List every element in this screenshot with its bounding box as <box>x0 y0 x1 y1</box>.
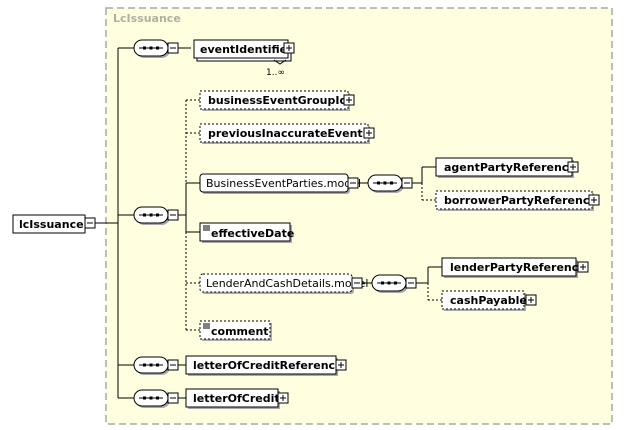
svg-text:lenderPartyReference: lenderPartyReference <box>450 261 586 274</box>
svg-text:borrowerPartyReference: borrowerPartyReference <box>444 194 597 207</box>
svg-text:businessEventGroupId: businessEventGroupId <box>208 94 347 107</box>
sequence-icon <box>133 39 171 59</box>
sequence-icon <box>367 174 405 194</box>
element-eventIdentifier[interactable]: eventIdentifier 1..∞ <box>193 39 295 78</box>
svg-text:letterOfCreditReference: letterOfCreditReference <box>193 359 343 372</box>
expand-icon <box>363 127 375 139</box>
root-element-lcIssuance[interactable]: lcIssuance <box>12 214 96 234</box>
expand-icon <box>283 42 295 54</box>
sequence-icon <box>133 356 171 376</box>
expand-icon <box>577 261 589 273</box>
group-businessEventParties-model[interactable]: BusinessEventParties.model <box>199 173 361 194</box>
svg-text:agentPartyReference: agentPartyReference <box>444 161 576 174</box>
svg-text:eventIdentifier: eventIdentifier <box>200 43 293 56</box>
collapse-icon <box>351 277 363 289</box>
expand-icon <box>343 94 355 106</box>
collapse-icon <box>167 392 179 404</box>
element-effectiveDate[interactable]: effectiveDate <box>199 222 294 243</box>
svg-text:lcIssuance: lcIssuance <box>19 218 84 231</box>
element-comment[interactable]: comment <box>199 320 272 341</box>
type-name-label: LcIssuance <box>113 12 181 25</box>
group-lenderAndCashDetails-model[interactable]: LenderAndCashDetails.model <box>199 273 368 294</box>
element-businessEventGroupId[interactable]: businessEventGroupId <box>199 90 355 111</box>
element-letterOfCredit[interactable]: letterOfCredit <box>185 388 289 409</box>
svg-text:previousInaccurateEventId: previousInaccurateEventId <box>208 127 375 140</box>
element-borrowerPartyReference[interactable]: borrowerPartyReference <box>435 190 600 211</box>
svg-text:effectiveDate: effectiveDate <box>211 227 294 240</box>
collapse-icon <box>405 277 417 289</box>
collapse-icon <box>167 42 179 54</box>
collapse-icon <box>167 359 179 371</box>
sequence-icon <box>133 206 171 226</box>
expand-icon <box>588 194 600 206</box>
collapse-icon <box>401 177 413 189</box>
expand-icon <box>525 294 537 306</box>
expand-icon <box>335 359 347 371</box>
cardinality-label: 1..∞ <box>266 68 285 78</box>
svg-text:LenderAndCashDetails.model: LenderAndCashDetails.model <box>206 277 368 290</box>
svg-text:comment: comment <box>211 325 269 338</box>
expand-icon <box>277 392 289 404</box>
collapse-icon <box>84 217 96 229</box>
svg-text:cashPayable: cashPayable <box>450 294 527 307</box>
element-cashPayable[interactable]: cashPayable <box>441 290 537 311</box>
expand-icon <box>567 161 579 173</box>
element-previousInaccurateEventId[interactable]: previousInaccurateEventId <box>199 123 375 144</box>
collapse-icon <box>167 209 179 221</box>
connectors <box>95 47 442 399</box>
sequence-icon <box>371 274 409 294</box>
element-lenderPartyReference[interactable]: lenderPartyReference <box>441 257 589 278</box>
svg-text:letterOfCredit: letterOfCredit <box>193 392 280 405</box>
type-group-box <box>105 7 613 425</box>
element-letterOfCreditReference[interactable]: letterOfCreditReference <box>185 355 347 376</box>
sequence-icon <box>133 389 171 409</box>
svg-text:BusinessEventParties.model: BusinessEventParties.model <box>206 177 361 190</box>
collapse-icon <box>347 177 359 189</box>
element-agentPartyReference[interactable]: agentPartyReference <box>435 157 579 178</box>
